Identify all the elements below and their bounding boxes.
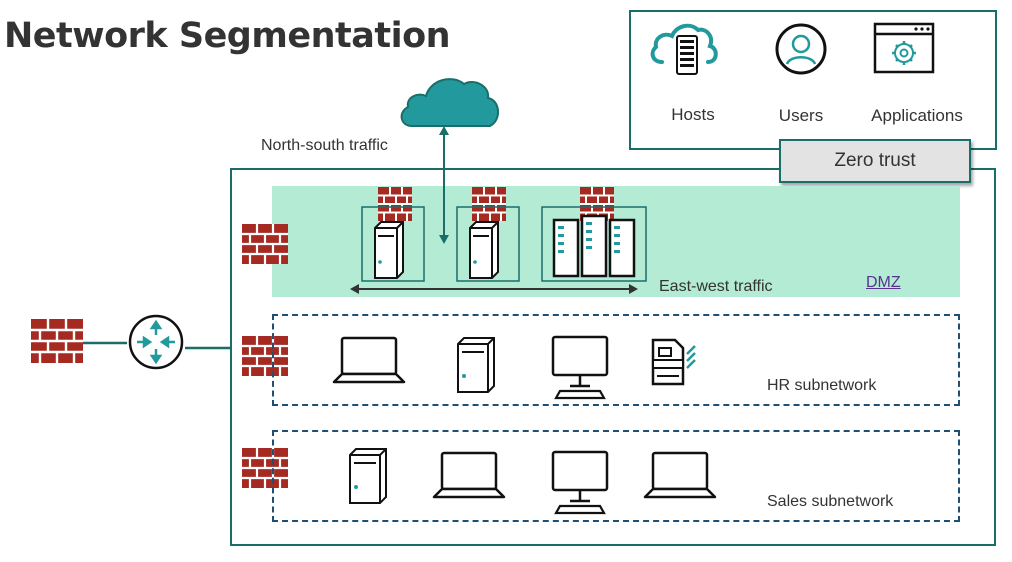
link-line: [83, 341, 127, 345]
sales-subnetwork-zone: [272, 430, 960, 522]
north-south-arrow: [437, 126, 451, 244]
zero-trust-panel: [629, 10, 997, 150]
east-west-arrow: [350, 282, 638, 296]
cloud-icon: [398, 70, 502, 128]
page-title: Network Segmentation: [4, 16, 451, 56]
laptop-icon: [430, 449, 508, 501]
dmz-server-rack: [541, 206, 647, 282]
app-window-gear-icon: [873, 22, 935, 74]
desktop-computer-icon: [550, 334, 610, 400]
zero-trust-item-users: Users: [778, 106, 824, 125]
zero-trust-item-applications: Applications: [871, 106, 963, 125]
printer-icon: [649, 336, 701, 388]
server-tower-icon: [346, 445, 390, 505]
east-west-traffic-label: East-west traffic: [659, 278, 773, 295]
server-tower-icon: [454, 334, 498, 394]
hr-subnetwork-zone: [272, 314, 960, 406]
desktop-computer-icon: [550, 449, 610, 515]
user-icon: [774, 22, 828, 76]
firewall-icon: [378, 187, 412, 221]
perimeter-firewall-icon: [31, 319, 83, 363]
cloud-server-icon: [648, 18, 720, 76]
link-line: [185, 346, 231, 350]
hr-subnetwork-label: HR subnetwork: [767, 377, 877, 394]
dmz-label[interactable]: DMZ: [866, 274, 901, 291]
dmz-server-2: [456, 206, 520, 282]
zero-trust-tab: Zero trust: [779, 139, 971, 183]
laptop-icon: [330, 334, 408, 386]
router-icon: [127, 313, 185, 371]
north-south-traffic-label: North-south traffic: [261, 137, 388, 154]
dmz-server-1: [361, 206, 425, 282]
zero-trust-item-hosts: Hosts: [671, 105, 715, 124]
sales-subnetwork-label: Sales subnetwork: [767, 493, 894, 510]
hr-firewall-icon: [242, 336, 288, 376]
laptop-icon: [641, 449, 719, 501]
firewall-icon: [472, 187, 506, 221]
dmz-firewall-icon: [242, 224, 288, 264]
network-boundary: [230, 168, 996, 546]
sales-firewall-icon: [242, 448, 288, 488]
